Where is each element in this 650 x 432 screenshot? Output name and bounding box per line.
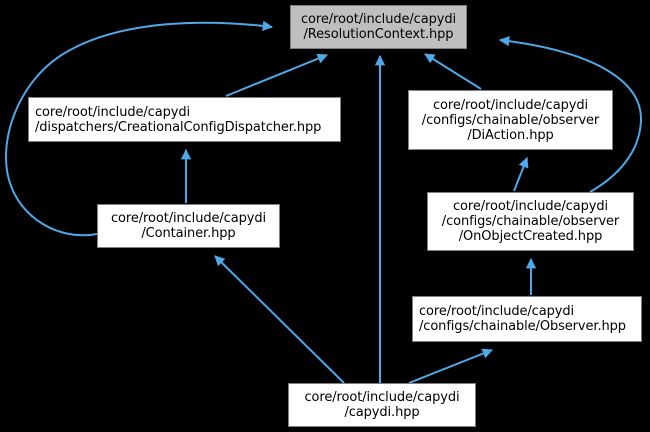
node-creational-config-dispatcher[interactable]: core/root/include/capydi /dispatchers/Cr… bbox=[28, 97, 341, 142]
node-label-line: /configs/chainable/observer bbox=[441, 214, 620, 229]
edge-di-action-to-resolution-context bbox=[424, 53, 482, 90]
node-on-object-created[interactable]: core/root/include/capydi /configs/chaina… bbox=[427, 192, 634, 251]
node-container[interactable]: core/root/include/capydi /Container.hpp bbox=[97, 204, 280, 248]
node-label-line: /Container.hpp bbox=[141, 226, 236, 241]
node-label-line: /capydi.hpp bbox=[344, 405, 420, 420]
edge-container-to-resolution-context bbox=[5, 20, 274, 237]
node-di-action[interactable]: core/root/include/capydi /configs/chaina… bbox=[408, 90, 613, 150]
edge-capydi-to-observer bbox=[408, 348, 493, 384]
node-label-line: core/root/include/capydi bbox=[433, 97, 588, 113]
node-label-line: core/root/include/capydi bbox=[304, 390, 460, 405]
edge-capydi-to-container bbox=[214, 255, 345, 384]
node-label-line: /OnObjectCreated.hpp bbox=[458, 229, 603, 244]
edge-creational-config-dispatcher-to-resolution-context bbox=[225, 53, 328, 97]
edge-on-object-created-to-resolution-context bbox=[498, 35, 643, 193]
node-label-line: core/root/include/capydi bbox=[453, 199, 608, 214]
node-label-line: core/root/include/capydi bbox=[35, 104, 190, 120]
node-label-line: core/root/include/capydi bbox=[111, 211, 266, 226]
edge-on-object-created-to-di-action bbox=[513, 157, 529, 192]
node-observer[interactable]: core/root/include/capydi /configs/chaina… bbox=[412, 296, 642, 342]
node-label-line: core/root/include/capydi bbox=[301, 12, 456, 27]
node-capydi[interactable]: core/root/include/capydi /capydi.hpp bbox=[288, 383, 476, 427]
node-label-line: /DiAction.hpp bbox=[467, 127, 554, 143]
node-resolution-context[interactable]: core/root/include/capydi /ResolutionCont… bbox=[290, 5, 467, 49]
node-label-line: /configs/chainable/Observer.hpp bbox=[419, 319, 626, 334]
node-label-line: core/root/include/capydi bbox=[419, 304, 574, 319]
node-label-line: /ResolutionContext.hpp bbox=[303, 27, 454, 42]
node-label-line: /dispatchers/CreationalConfigDispatcher.… bbox=[35, 119, 322, 135]
node-label-line: /configs/chainable/observer bbox=[421, 112, 600, 128]
